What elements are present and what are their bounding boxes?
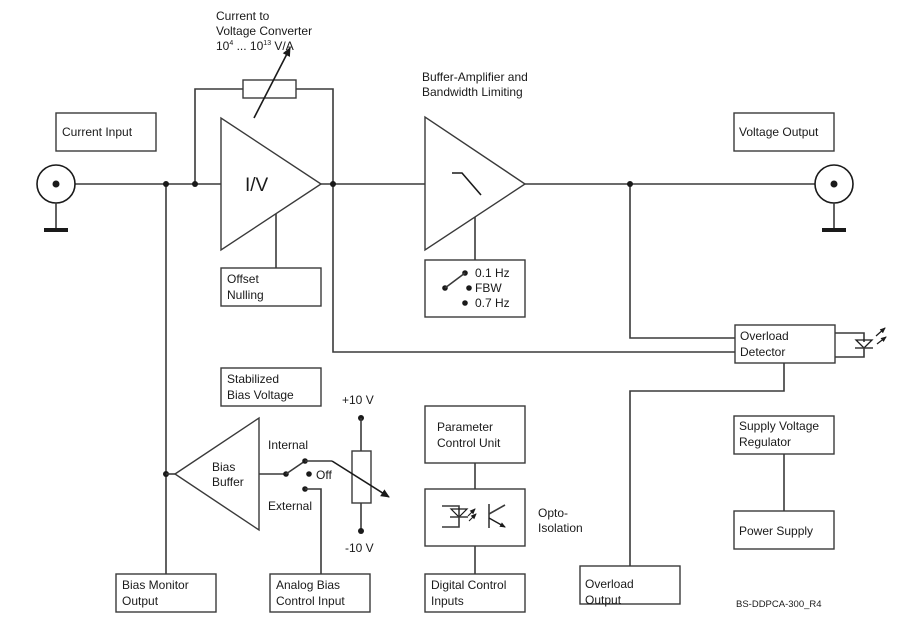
filter-select-box[interactable] — [424, 259, 526, 318]
digital-control-inputs-box — [424, 573, 526, 613]
bias-monitor-line1: Bias Monitor — [122, 578, 189, 592]
analog-bias-line1: Analog Bias — [276, 578, 340, 592]
parameter-control-line2: Control Unit — [437, 436, 501, 450]
opto-isolation-line2: Isolation — [538, 521, 583, 535]
current-input-label-box — [55, 112, 157, 152]
iv-amplifier-label: I/V — [245, 175, 269, 196]
switch-off-label: Off — [316, 468, 332, 482]
opto-isolation-line1: Opto- — [538, 506, 568, 520]
input-bnc-connector-icon — [36, 164, 76, 232]
supply-regulator-line2: Regulator — [739, 435, 791, 449]
bias-monitor-output-box — [115, 573, 217, 613]
variable-resistor-icon — [242, 47, 297, 119]
buffer-amplifier-triangle — [424, 115, 527, 252]
voltage-output-label-box — [733, 112, 835, 152]
overload-output-line1: Overload — [585, 577, 634, 591]
junction-dots — [163, 181, 633, 477]
supply-regulator-line1: Supply Voltage — [739, 419, 819, 433]
stabilized-bias-line2: Bias Voltage — [227, 388, 294, 402]
switch-external-label: External — [268, 499, 312, 513]
parameter-control-line1: Parameter — [437, 420, 493, 434]
converter-title-line1: Current to — [216, 9, 270, 23]
overload-detector-line2: Detector — [740, 345, 785, 359]
iv-amplifier-triangle — [220, 116, 323, 252]
filter-option-0-1hz: 0.1 Hz — [475, 266, 510, 280]
bias-monitor-line2: Output — [122, 594, 159, 608]
optocoupler-icon — [442, 504, 506, 528]
overload-output-line2: Output — [585, 593, 622, 607]
supply-voltage-regulator-box — [733, 415, 835, 455]
power-supply-label: Power Supply — [739, 524, 813, 538]
power-supply-box — [733, 510, 835, 550]
overload-detector-box — [734, 324, 836, 364]
current-input-label: Current Input — [62, 125, 133, 139]
plus-10v-label: +10 V — [342, 393, 374, 407]
buffer-title-line2: Bandwidth Limiting — [422, 85, 523, 99]
offset-nulling-line1: Offset — [227, 272, 259, 286]
overload-output-box — [579, 565, 681, 605]
bias-buffer-line1: Bias — [212, 460, 235, 474]
bias-source-switch[interactable] — [259, 458, 332, 574]
output-bnc-connector-icon — [814, 164, 854, 232]
digital-inputs-line1: Digital Control — [431, 578, 506, 592]
overload-detector-line1: Overload — [740, 329, 789, 343]
filter-option-fbw: FBW — [475, 281, 502, 295]
converter-range: 104 ... 1013 V/A — [216, 39, 294, 53]
offset-nulling-box — [220, 267, 322, 307]
potentiometer-icon — [331, 415, 390, 534]
analog-bias-line2: Control Input — [276, 594, 345, 608]
diagram-id-label: BS-DDPCA-300_R4 — [736, 599, 822, 610]
led-indicator-icon — [835, 327, 887, 358]
parameter-control-unit-box — [424, 405, 526, 464]
stabilized-bias-box — [220, 367, 322, 407]
switch-internal-label: Internal — [268, 438, 308, 452]
main-signal-wires — [56, 88, 826, 574]
buffer-title-line1: Buffer-Amplifier and — [422, 70, 528, 84]
converter-title-line2: Voltage Converter — [216, 24, 312, 38]
offset-nulling-line2: Nulling — [227, 288, 264, 302]
analog-bias-control-input-box — [269, 573, 371, 613]
bias-buffer-line2: Buffer — [212, 475, 244, 489]
opto-isolation-box — [424, 488, 526, 547]
voltage-output-label: Voltage Output — [739, 125, 819, 139]
bias-buffer-triangle — [173, 416, 260, 532]
filter-switch-icon — [442, 270, 472, 306]
digital-inputs-line2: Inputs — [431, 594, 464, 608]
filter-option-0-7hz: 0.7 Hz — [475, 296, 510, 310]
lowpass-filter-icon — [452, 172, 482, 196]
stabilized-bias-line1: Stabilized — [227, 372, 279, 386]
minus-10v-label: -10 V — [345, 541, 374, 555]
